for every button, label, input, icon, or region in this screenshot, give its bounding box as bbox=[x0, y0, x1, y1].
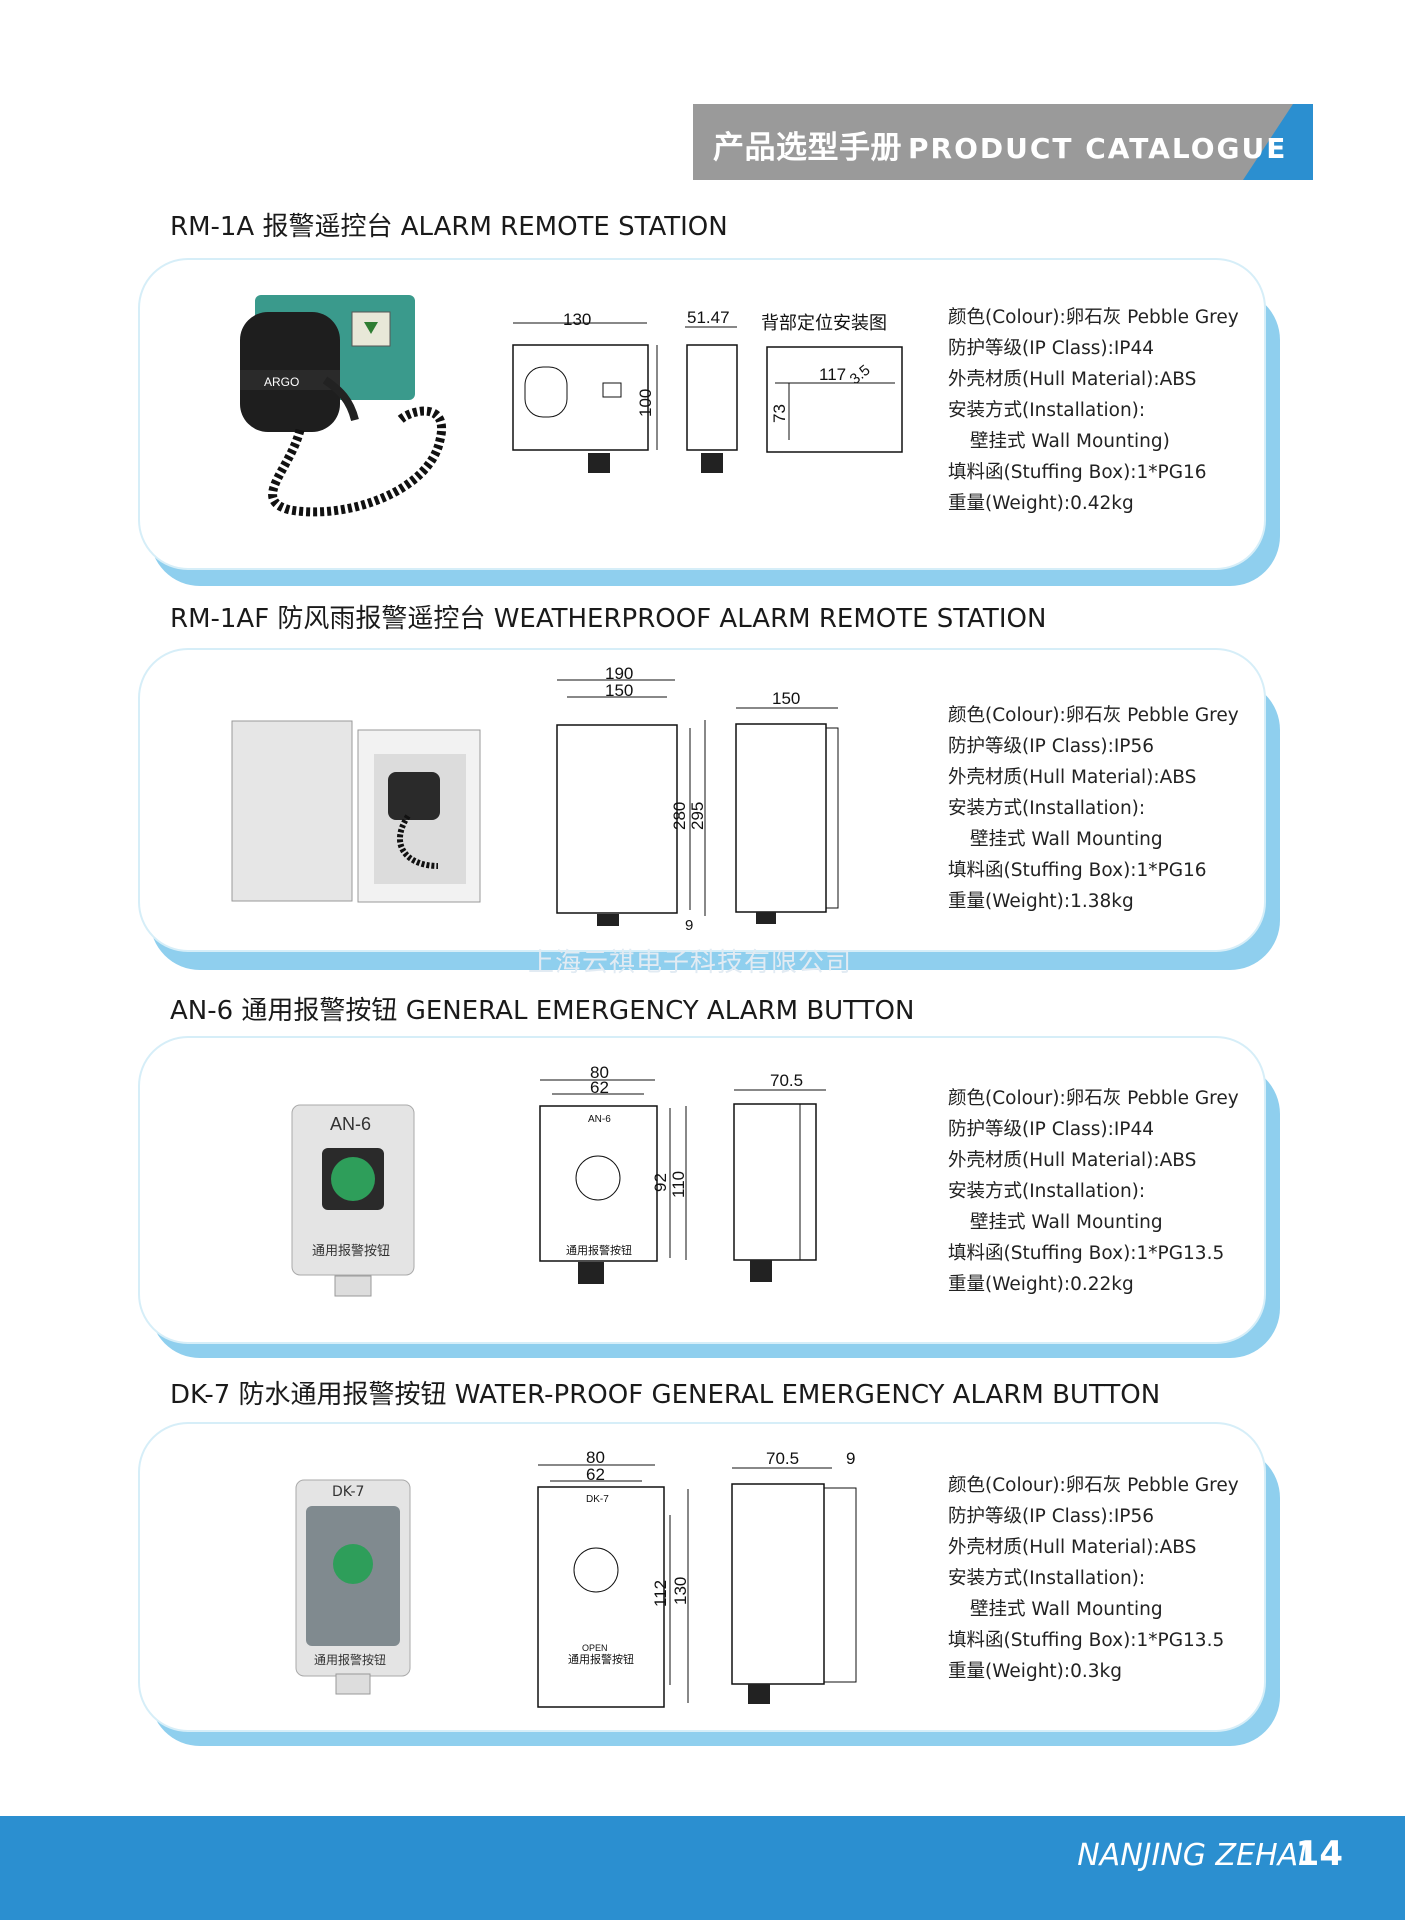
rm1a-specs: 颜色(Colour):卵石灰 Pebble Grey 防护等级(IP Class… bbox=[948, 302, 1239, 519]
dim-80: 80 bbox=[590, 1063, 609, 1082]
dim-130: 130 bbox=[671, 1577, 690, 1605]
dim-112: 112 bbox=[651, 1580, 670, 1607]
rm1af-specs: 颜色(Colour):卵石灰 Pebble Grey 防护等级(IP Class… bbox=[948, 700, 1239, 917]
spec-hull: 外壳材质(Hull Material):ABS bbox=[948, 1537, 1197, 1558]
spec-colour: 颜色(Colour):卵石灰 Pebble Grey bbox=[948, 1088, 1239, 1109]
dk7-dimension-drawing: 80 62 DK-7 OPEN 通用报警按钮 112 130 bbox=[537, 1448, 690, 1708]
spec-colour: 颜色(Colour):卵石灰 Pebble Grey bbox=[948, 1475, 1239, 1496]
footer-brand: NANJING ZEHAI bbox=[1077, 1838, 1307, 1873]
an6-side-drawing: 70.5 bbox=[733, 1071, 826, 1282]
dk7-specs: 颜色(Colour):卵石灰 Pebble Grey 防护等级(IP Class… bbox=[948, 1470, 1239, 1687]
spec-hull: 外壳材质(Hull Material):ABS bbox=[948, 1150, 1197, 1171]
dim-51-47: 51.47 bbox=[687, 308, 730, 327]
dim-280: 280 bbox=[670, 802, 689, 830]
dim-100: 100 bbox=[636, 389, 655, 417]
rm1af-dimension-drawing: 190 150 280 295 9 bbox=[556, 664, 707, 930]
spec-ip: 防护等级(IP Class):IP56 bbox=[948, 736, 1154, 757]
product-title-dk7: DK-7 防水通用报警按钮 WATER-PROOF GENERAL EMERGE… bbox=[170, 1380, 1161, 1410]
dk7-side-drawing: 70.5 9 bbox=[731, 1449, 857, 1704]
dim-190: 190 bbox=[605, 664, 633, 683]
dim-150: 150 bbox=[605, 681, 633, 700]
spec-ip: 防护等级(IP Class):IP44 bbox=[948, 1119, 1154, 1140]
product-title-rm1a: RM-1A 报警遥控台 ALARM REMOTE STATION bbox=[170, 212, 728, 242]
dim-295: 295 bbox=[688, 802, 707, 830]
header-title-en: PRODUCT CATALOGUE bbox=[908, 132, 1288, 165]
dk7-photo: DK-7 通用报警按钮 bbox=[295, 1479, 411, 1695]
dim-70-5: 70.5 bbox=[766, 1449, 799, 1468]
dim-62: 62 bbox=[586, 1465, 605, 1484]
rear-mounting-note: 背部定位安装图 bbox=[761, 313, 887, 333]
rm1a-dimension-drawing: 130 100 51.47 背部定位安装图 117 73 3.5 bbox=[512, 308, 903, 473]
dim-117: 117 bbox=[819, 365, 846, 384]
an6-dimension-drawing: 80 62 AN-6 通用报警按钮 92 110 bbox=[539, 1063, 688, 1284]
spec-install-value: 壁挂式 Wall Mounting) bbox=[970, 431, 1170, 452]
dim-9: 9 bbox=[685, 917, 693, 930]
spec-stuffing: 填料函(Stuffing Box):1*PG16 bbox=[948, 860, 1207, 881]
page-number: 14 bbox=[1295, 1834, 1343, 1874]
spec-weight: 重量(Weight):0.22kg bbox=[948, 1274, 1134, 1295]
rm1a-photo: ARGO bbox=[240, 295, 447, 517]
dim-73: 73 bbox=[770, 404, 789, 423]
spec-install-value: 壁挂式 Wall Mounting bbox=[970, 1212, 1163, 1233]
dim-9: 9 bbox=[846, 1449, 855, 1468]
spec-stuffing: 填料函(Stuffing Box):1*PG13.5 bbox=[948, 1243, 1225, 1264]
dim-80: 80 bbox=[586, 1448, 605, 1467]
dim-62: 62 bbox=[590, 1078, 609, 1097]
spec-hull: 外壳材质(Hull Material):ABS bbox=[948, 369, 1197, 390]
spec-ip: 防护等级(IP Class):IP44 bbox=[948, 338, 1154, 359]
spec-stuffing: 填料函(Stuffing Box):1*PG16 bbox=[948, 462, 1207, 483]
dim-92: 92 bbox=[651, 1173, 670, 1192]
an6-drawing-caption: 通用报警按钮 bbox=[566, 1243, 632, 1257]
spec-weight: 重量(Weight):0.3kg bbox=[948, 1661, 1122, 1682]
product-title-rm1af: RM-1AF 防风雨报警遥控台 WEATHERPROOF ALARM REMOT… bbox=[170, 604, 1047, 634]
dim-110: 110 bbox=[669, 1171, 688, 1198]
spec-hull: 外壳材质(Hull Material):ABS bbox=[948, 767, 1197, 788]
spec-colour: 颜色(Colour):卵石灰 Pebble Grey bbox=[948, 705, 1239, 726]
spec-weight: 重量(Weight):1.38kg bbox=[948, 891, 1134, 912]
dk7-open-label: OPEN bbox=[582, 1643, 608, 1653]
header-title-cn: 产品选型手册 bbox=[713, 130, 902, 166]
spec-colour: 颜色(Colour):卵石灰 Pebble Grey bbox=[948, 307, 1239, 328]
an6-specs: 颜色(Colour):卵石灰 Pebble Grey 防护等级(IP Class… bbox=[948, 1083, 1239, 1300]
dim-side-150: 150 bbox=[772, 689, 800, 708]
an6-drawing-label: AN-6 bbox=[588, 1114, 611, 1125]
watermark: 上海云祺电子科技有限公司 bbox=[528, 948, 853, 978]
spec-install-value: 壁挂式 Wall Mounting bbox=[970, 829, 1163, 850]
rm1af-side-drawing: 150 bbox=[735, 689, 839, 924]
an6-photo-label: AN-6 bbox=[330, 1114, 371, 1134]
spec-stuffing: 填料函(Stuffing Box):1*PG13.5 bbox=[948, 1630, 1225, 1651]
dim-70-5: 70.5 bbox=[770, 1071, 803, 1090]
dk7-drawing-label: DK-7 bbox=[586, 1494, 609, 1505]
header-banner-shape bbox=[693, 104, 1313, 180]
dim-130: 130 bbox=[563, 310, 591, 329]
spec-weight: 重量(Weight):0.42kg bbox=[948, 493, 1134, 514]
dk7-drawing-caption: 通用报警按钮 bbox=[568, 1652, 634, 1666]
page-footer: NANJING ZEHAI 14 bbox=[0, 1816, 1405, 1920]
spec-install: 安装方式(Installation): bbox=[948, 400, 1146, 421]
an6-photo: AN-6 通用报警按钮 bbox=[291, 1104, 415, 1297]
product-title-an6: AN-6 通用报警按钮 GENERAL EMERGENCY ALARM BUTT… bbox=[170, 996, 915, 1026]
an6-photo-caption: 通用报警按钮 bbox=[312, 1243, 390, 1259]
spec-ip: 防护等级(IP Class):IP56 bbox=[948, 1506, 1154, 1527]
spec-install: 安装方式(Installation): bbox=[948, 798, 1146, 819]
dk7-photo-caption: 通用报警按钮 bbox=[314, 1652, 386, 1667]
spec-install: 安装方式(Installation): bbox=[948, 1181, 1146, 1202]
rm1a-photo-label: ARGO bbox=[264, 375, 299, 389]
spec-install-value: 壁挂式 Wall Mounting bbox=[970, 1599, 1163, 1620]
rm1af-photo bbox=[231, 720, 481, 903]
spec-install: 安装方式(Installation): bbox=[948, 1568, 1146, 1589]
dk7-photo-label: DK-7 bbox=[332, 1484, 364, 1500]
dim-3-5: 3.5 bbox=[847, 362, 874, 388]
